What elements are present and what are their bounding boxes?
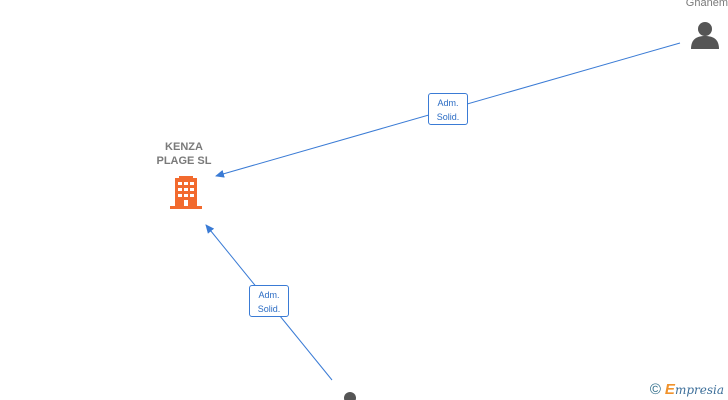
brand-name: mpresia bbox=[674, 382, 724, 397]
building-icon[interactable] bbox=[170, 176, 202, 209]
person-name-top[interactable]: Ghanem bbox=[685, 0, 728, 9]
brand-watermark: © E mpresia bbox=[650, 381, 724, 398]
company-name-line2: PLAGE SL bbox=[156, 155, 212, 167]
copyright-icon: © bbox=[649, 381, 661, 398]
company-name-line1: KENZA bbox=[165, 141, 203, 153]
relation-badge-line1: Adm. bbox=[258, 290, 280, 300]
company-name[interactable]: KENZA PLAGE SL bbox=[138, 140, 230, 168]
relation-badge-line1: Adm. bbox=[437, 98, 459, 108]
person-icon[interactable] bbox=[691, 22, 719, 49]
relation-badge-line2: Solid. bbox=[257, 304, 281, 314]
person-icon[interactable] bbox=[344, 392, 356, 400]
brand-initial: E bbox=[664, 381, 675, 398]
relation-badge-bottom[interactable]: Adm. Solid. bbox=[249, 285, 289, 317]
relation-badge-top[interactable]: Adm. Solid. bbox=[428, 93, 468, 125]
relation-badge-line2: Solid. bbox=[436, 112, 460, 122]
